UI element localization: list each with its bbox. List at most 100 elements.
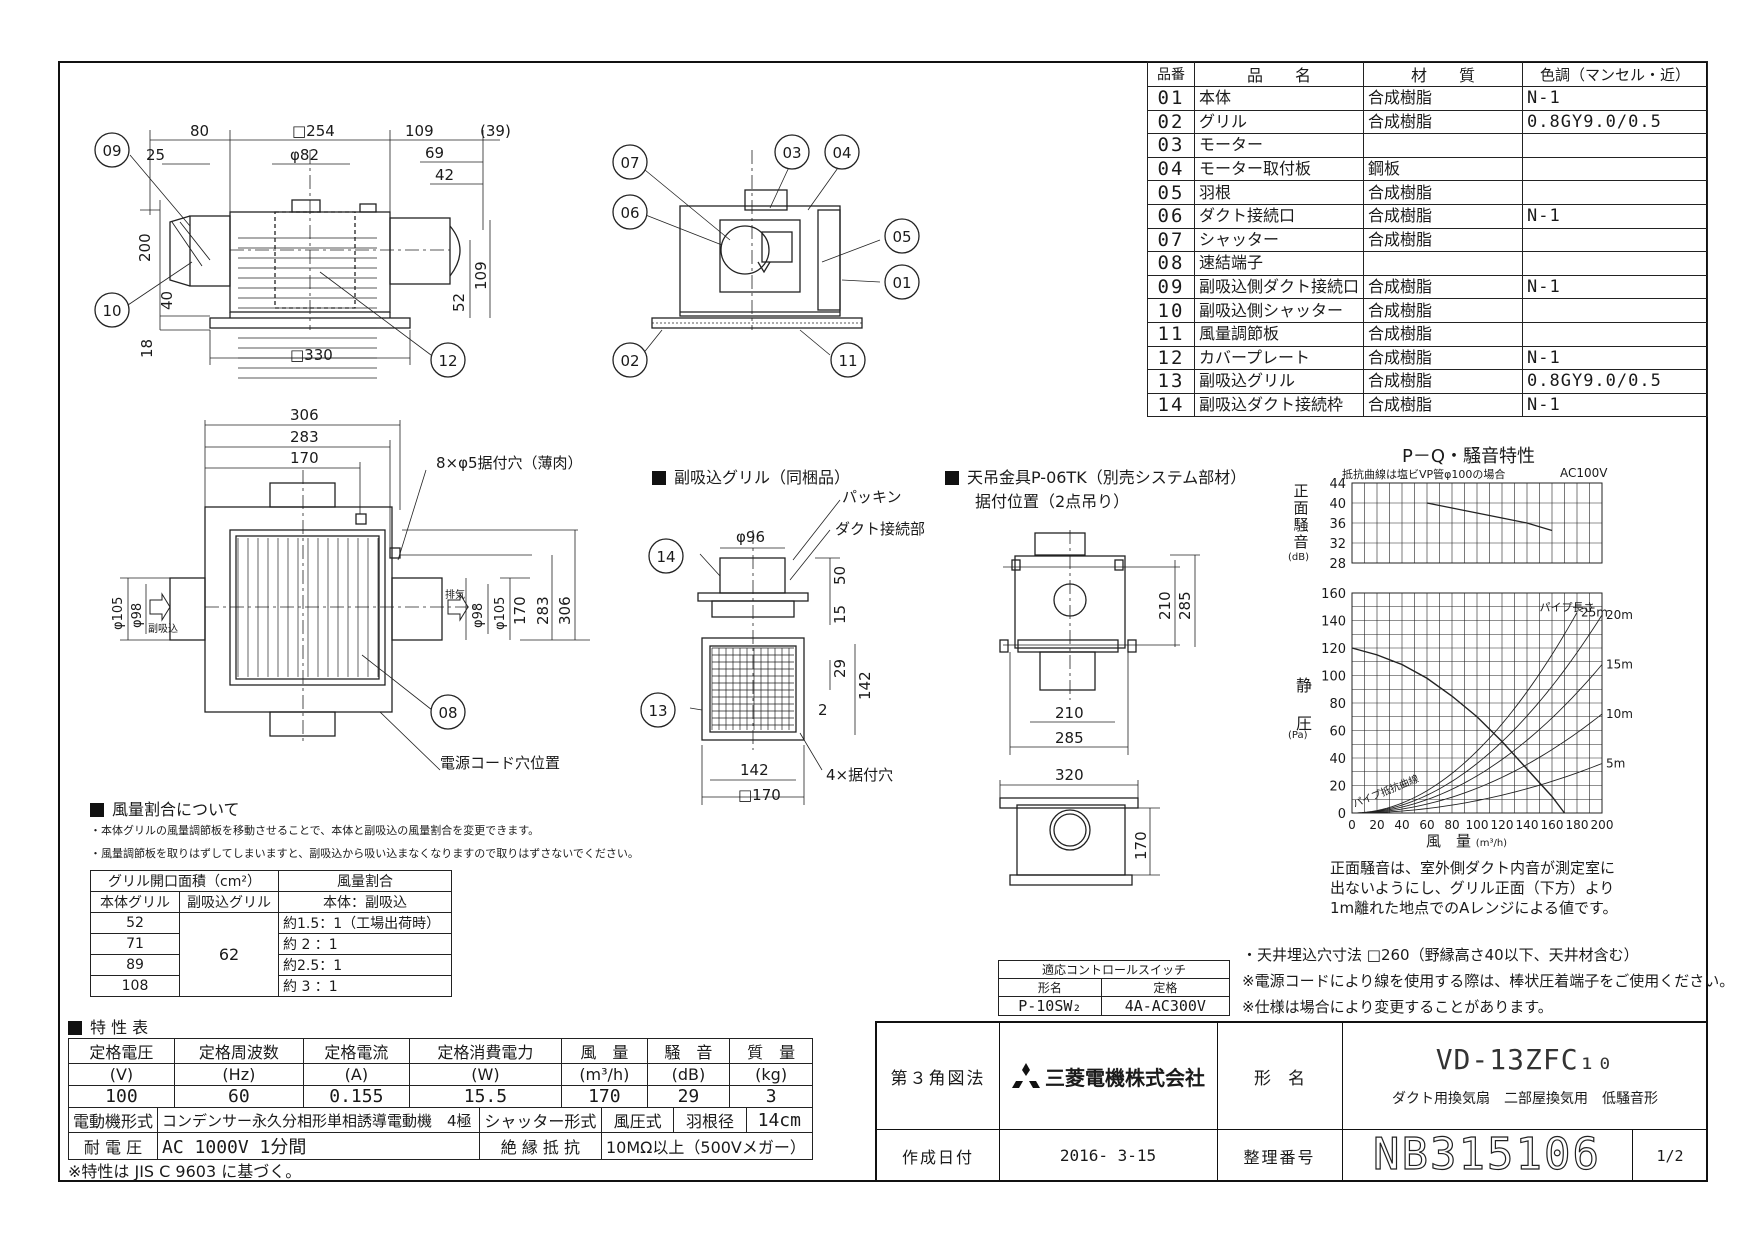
spec-h-current: 定格電流 (302, 1038, 410, 1064)
spec-motor-value: コンデンサー永久分相形単相誘導電動機 4極 (157, 1107, 480, 1133)
sub-grille-drawing (689, 499, 856, 805)
model-name: VD-13ZFC₁₀ (1435, 1042, 1615, 1076)
part-material: 合成樹脂 (1363, 345, 1524, 371)
part-material: 合成樹脂 (1363, 109, 1524, 135)
spec-h-freq: 定格周波数 (173, 1038, 304, 1064)
callout-label: 07 (620, 154, 639, 172)
chart-note-line-2: 出ないようにし、グリル正面（下方）より (1330, 879, 1615, 897)
sub-intake-label: 副吸込 (148, 623, 178, 635)
callout-circle (884, 264, 920, 300)
dim-50: 50 (831, 566, 849, 585)
dim-200: 200 (136, 233, 154, 262)
plan-view-text: 306 283 170 170 283 306 φ105 φ98 φ98 φ10… (111, 406, 583, 772)
switch-title-row: 適応コントロールスイッチ (998, 960, 1230, 979)
part-color (1522, 298, 1708, 323)
ratio-header-area: グリル開口面積（cm²） (90, 870, 279, 892)
spec-heading: 特 性 表 (68, 1014, 148, 1038)
noise-curve (1426, 502, 1553, 532)
pipe-resistance-curve (1351, 664, 1603, 814)
title-block: 第３角図法 三菱電機株式会社 形 名 VD-13ZFC₁₀ ダクト用換気扇 二部… (875, 1021, 1708, 1182)
callout-label: 02 (620, 352, 639, 370)
spec-u-airflow: (m³/h) (561, 1063, 648, 1086)
callout-circle (612, 144, 648, 180)
dim-283r: 283 (534, 596, 552, 625)
dim-210h: 210 (1055, 704, 1084, 722)
dim-320: 320 (1055, 766, 1084, 784)
part-color: N-1 (1522, 203, 1708, 229)
part-name: 副吸込グリル (1193, 369, 1365, 394)
callout-circle (648, 538, 684, 574)
x-tick-label: 200 (1591, 818, 1614, 832)
sub-grille-heading-text: 副吸込グリル（同梱品） (674, 468, 851, 487)
spec-table-2: 電動機形式 コンデンサー永久分相形単相誘導電動機 4極 シャッター形式 風圧式 … (67, 1107, 814, 1160)
spec-h-voltage: 定格電圧 (68, 1038, 175, 1064)
dim-306r: 306 (556, 596, 574, 625)
callout-circle (640, 692, 676, 728)
spec-v-voltage: 100 (68, 1085, 175, 1108)
spec-value-row: 100 60 0.155 15.5 170 29 3 (68, 1085, 813, 1108)
part-color (1522, 321, 1708, 347)
ratio-header-ratio: 風量割合 (278, 870, 452, 892)
dim-170r: 170 (511, 596, 529, 625)
part-material: 合成樹脂 (1363, 392, 1524, 418)
spec-blade-value: 14cm (745, 1107, 814, 1133)
chart-note-line-3: 1m離れた地点でのAレンジによる値です。 (1330, 899, 1618, 917)
hanger-subheading: 据付位置（2点吊り） (975, 492, 1130, 511)
dim-40: 40 (158, 291, 176, 310)
airflow-heading-text: 風量割合について (112, 800, 240, 819)
dim-142v: 142 (856, 671, 874, 700)
noise-label-char-3: 騒 (1293, 516, 1309, 534)
spec-h-airflow: 風 量 (561, 1038, 648, 1064)
sub-grille-text: φ96 50 15 29 142 2 142 □170 パッキン ダクト接続部 … (736, 488, 925, 804)
x-tick-label: 160 (1541, 818, 1564, 832)
part-name: 副吸込ダクト接続枠 (1193, 392, 1365, 418)
dim-109b: 109 (472, 261, 490, 290)
x-tick-label: 40 (1394, 818, 1409, 832)
sub-grille-heading: 副吸込グリル（同梱品） (652, 464, 850, 488)
part-color (1522, 251, 1708, 276)
spec-shutter-value: 風圧式 (600, 1107, 675, 1133)
drawing-number: NB315106 (1372, 1128, 1601, 1180)
pipe-resistance-curve (1351, 614, 1603, 814)
part-name: カバープレート (1193, 345, 1365, 371)
noise-label-char-1: 正 (1293, 482, 1309, 500)
noise-tick-label: 36 (1329, 517, 1346, 532)
spec-footnote: ※特性は JIS C 9603 に基づく。 (68, 1162, 302, 1181)
dim-80: 80 (190, 122, 209, 140)
callout-label: 06 (620, 204, 639, 222)
callout-label: 03 (782, 144, 801, 162)
switch-title: 適応コントロールスイッチ (998, 960, 1230, 979)
spec-withstand-value: AC 1000V 1分間 (157, 1132, 480, 1160)
pressure-tick-label: 100 (1321, 670, 1346, 685)
ratio-sub-value: 62 (179, 912, 279, 997)
part-name: 副吸込側ダクト接続口 (1193, 274, 1365, 300)
spec-heading-text: 特 性 表 (90, 1018, 149, 1037)
switch-table: 適応コントロールスイッチ 形名 定格 P-10SW₂ 4A-AC300V (998, 960, 1231, 1016)
part-material: 合成樹脂 (1363, 274, 1524, 300)
switch-col-rating: 定格 (1100, 978, 1231, 997)
part-color (1522, 156, 1708, 182)
part-name: 速結端子 (1193, 251, 1365, 276)
spec-table: 定格電圧 定格周波数 定格電流 定格消費電力 風 量 騒 音 質 量 (V) (… (68, 1038, 813, 1108)
ratio-value: 約2.5：1 (278, 954, 452, 976)
part-number: 12 (1147, 345, 1195, 371)
spec-shutter-label: シャッター形式 (478, 1107, 603, 1133)
dim-142h: 142 (740, 761, 769, 779)
part-color: 0.8GY9.0/0.5 (1522, 369, 1708, 394)
airflow-axis-label: 風 量 (m³/h) (1426, 830, 1507, 851)
ratio-col-sub: 副吸込グリル (179, 891, 279, 913)
pq-voltage: AC100V (1560, 466, 1608, 480)
dim-phi98-r: φ98 (471, 603, 486, 628)
note-ceiling: ・天井埋込穴寸法 □260（野縁高さ40以下、天井材含む） (1242, 946, 1639, 964)
plan-view (120, 237, 590, 771)
x-tick-label: 120 (1491, 818, 1514, 832)
pressure-tick-label: 120 (1321, 642, 1346, 657)
ratio-value: 約 3 ：1 (278, 975, 452, 997)
